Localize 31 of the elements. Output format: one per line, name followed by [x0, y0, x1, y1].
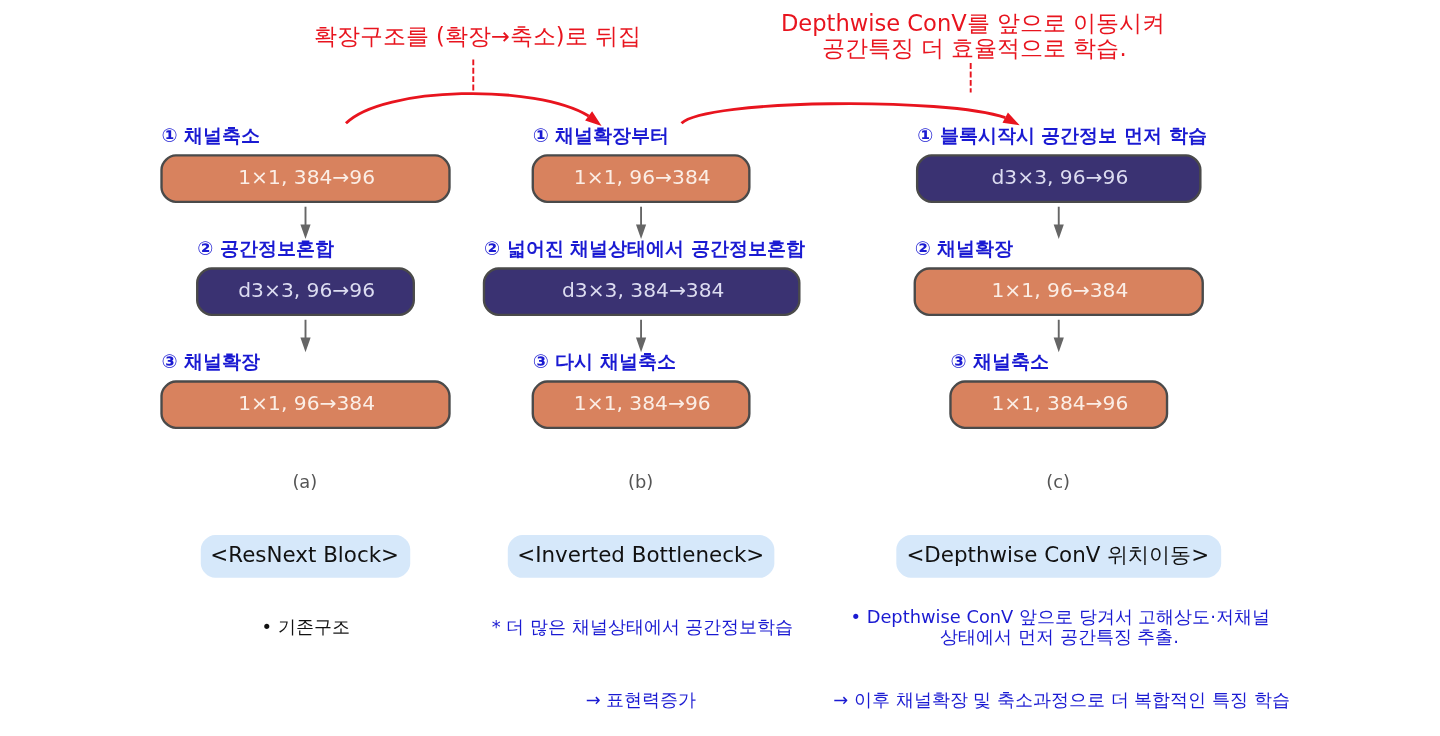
node-label: ② 공간정보혼합	[196, 237, 334, 260]
node-text: 확장구조를 (확장→축소)로 뒤집	[313, 22, 641, 49]
label: (b)	[627, 471, 653, 493]
label: * 더 많은 채널상태에서 공간정보학습	[491, 616, 793, 638]
arrow	[680, 102, 1020, 126]
label: <Inverted Bottleneck>	[516, 541, 764, 567]
label: (a)	[291, 471, 317, 493]
node-label: ③ 다시 채널축소	[532, 350, 676, 373]
arrow	[1053, 318, 1064, 353]
node-label: ① 채널확장부터	[532, 124, 670, 147]
arrow	[299, 205, 311, 240]
arrow	[299, 318, 311, 353]
label: <ResNext Block>	[209, 541, 399, 567]
label: <Depthwise ConV 위치이동>	[905, 541, 1209, 567]
arrow	[635, 318, 646, 353]
label: → 표현력증가	[585, 688, 696, 710]
connector	[969, 62, 972, 94]
node-label: ② 채널확장	[914, 237, 1013, 260]
label: • Depthwise ConV 앞으로 당겨서 고해상도·저채널 상태에서 먼저 공간특징 추출.	[850, 606, 1270, 648]
node-label: ② 넓어진 채널상태에서 공간정보혼합	[483, 237, 805, 260]
node-label: ③ 채널축소	[949, 350, 1049, 373]
node-text: Depthwise ConV를 앞으로 이동시켜 공간특징 더 효율적으로 학습.	[780, 10, 1165, 62]
label: • 기존구조	[260, 616, 350, 638]
node-label: ① 블록시작시 공간정보 먼저 학습	[916, 124, 1207, 147]
arrow	[635, 205, 646, 240]
arrow	[1053, 205, 1064, 240]
label: → 이후 채널확장 및 축소과정으로 더 복합적인 특징 학습	[832, 688, 1290, 710]
arrow	[344, 92, 602, 126]
node-label: ③ 채널확장	[161, 350, 260, 373]
label: (c)	[1045, 471, 1070, 493]
node-label: ① 채널축소	[161, 124, 260, 147]
